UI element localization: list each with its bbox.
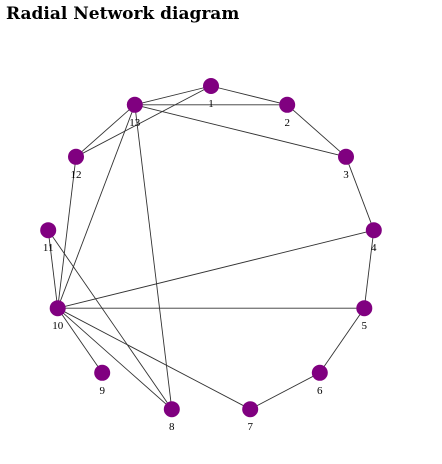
node-11[interactable] [40, 222, 57, 239]
node-label-5: 5 [362, 320, 368, 332]
node-9[interactable] [94, 364, 111, 381]
node-8[interactable] [163, 401, 180, 418]
node-6[interactable] [311, 364, 328, 381]
edge-10-12 [57, 156, 77, 309]
edge-3-13 [134, 104, 347, 158]
edge-3-4 [345, 156, 375, 231]
node-7[interactable] [242, 401, 259, 418]
edge-4-5 [363, 230, 375, 309]
node-10[interactable] [49, 300, 66, 317]
node-label-1: 1 [208, 98, 214, 110]
edge-7-10 [57, 307, 251, 410]
edges-layer [47, 85, 375, 410]
edge-6-7 [249, 372, 321, 410]
edge-8-13 [134, 104, 173, 410]
edge-1-2 [210, 85, 288, 106]
page-title: Radial Network diagram [6, 4, 240, 24]
node-label-7: 7 [247, 421, 253, 433]
node-label-6: 6 [317, 385, 323, 397]
edge-8-10 [57, 307, 173, 410]
node-label-12: 12 [71, 169, 82, 181]
node-label-9: 9 [99, 385, 105, 397]
edge-9-10 [57, 307, 103, 374]
edge-4-10 [57, 229, 374, 309]
node-label-2: 2 [284, 117, 290, 129]
node-label-11: 11 [43, 242, 54, 254]
node-label-10: 10 [52, 320, 64, 332]
edge-2-3 [286, 104, 347, 158]
node-4[interactable] [365, 222, 382, 239]
node-12[interactable] [68, 148, 84, 165]
node-5[interactable] [356, 300, 373, 317]
edge-10-11 [47, 230, 59, 309]
edge-8-11 [47, 229, 173, 410]
node-2[interactable] [279, 96, 296, 113]
node-label-3: 3 [343, 169, 349, 181]
node-label-8: 8 [169, 421, 175, 433]
edge-1-12 [75, 85, 212, 158]
nodes-layer [40, 78, 382, 418]
edge-10-13 [57, 104, 136, 309]
edge-12-13 [75, 104, 136, 158]
node-13[interactable] [126, 96, 143, 113]
edge-5-6 [319, 307, 365, 374]
node-3[interactable] [338, 148, 354, 165]
edge-1-13 [134, 85, 212, 106]
node-label-13: 13 [129, 117, 141, 129]
node-label-4: 4 [371, 242, 377, 254]
node-1[interactable] [203, 78, 219, 94]
